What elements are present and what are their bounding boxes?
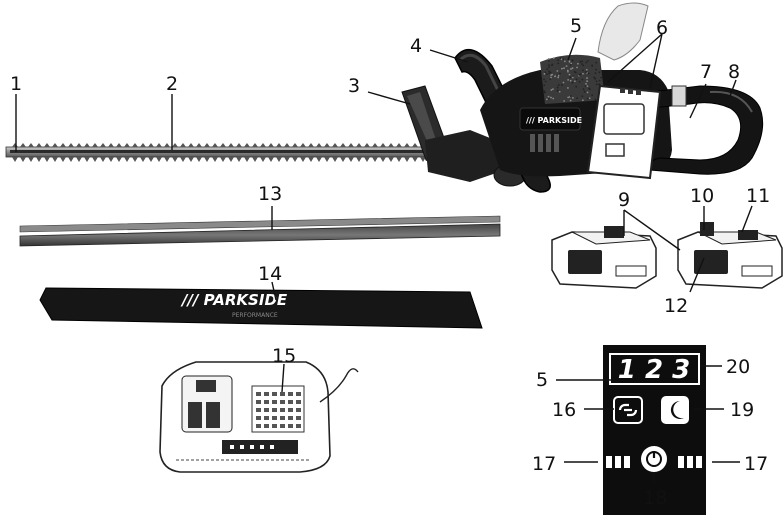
battery-release-button: [700, 222, 714, 236]
label-14: 14: [258, 263, 282, 285]
gear-housing: [425, 130, 505, 182]
battery-pack-left: [551, 226, 657, 289]
label-19: 19: [730, 399, 754, 421]
leader-lines: [15, 33, 753, 482]
blade: [5, 143, 431, 162]
link-icon[interactable]: [613, 396, 643, 424]
moon-icon[interactable]: [661, 396, 689, 424]
hedge-trimmer: /// PARKSIDE: [5, 2, 764, 193]
charge-display: [609, 353, 700, 385]
charger-cable: [319, 368, 359, 403]
label-17-left: 17: [532, 453, 556, 475]
label-4: 4: [410, 35, 422, 57]
tool-brand-logo: /// PARKSIDE: [526, 116, 582, 125]
charger: [159, 361, 359, 473]
label-16: 16: [552, 399, 576, 421]
label-3: 3: [348, 75, 360, 97]
label-20: 20: [726, 356, 750, 378]
label-9: 9: [618, 189, 630, 211]
callout-labels: 1 2 3 4 5 6 7 8 9 10 11 12 13 14 15 5 16…: [10, 15, 770, 509]
label-6: 6: [656, 17, 668, 39]
textured-grip: [540, 54, 605, 104]
hand-illustration: [597, 2, 649, 61]
control-panel: 1 2 3: [603, 345, 706, 515]
label-13: 13: [258, 183, 282, 205]
label-7: 7: [700, 61, 712, 83]
led-indicator-right: [678, 456, 702, 468]
trigger-switch: [671, 85, 687, 107]
blade-cover-sub: PERFORMANCE: [232, 312, 278, 319]
display-digits: 1 2 3: [618, 355, 690, 385]
label-18: 18: [643, 487, 667, 509]
charger-label-grid: [256, 392, 301, 428]
panel-label-5: 5: [536, 369, 548, 391]
power-button-icon[interactable]: [641, 446, 667, 472]
label-11: 11: [746, 185, 770, 207]
battery-pack-right: [677, 222, 783, 289]
label-5: 5: [570, 15, 582, 37]
led-indicator-left: [606, 456, 630, 468]
label-2: 2: [166, 73, 178, 95]
label-17-right: 17: [744, 453, 768, 475]
label-10: 10: [690, 185, 714, 207]
blade-rail: [19, 215, 501, 247]
label-12: 12: [664, 295, 688, 317]
label-8: 8: [728, 61, 740, 83]
blade-cover: /// PARKSIDE PERFORMANCE: [39, 287, 483, 329]
label-15: 15: [272, 345, 296, 367]
battery-pack-installed: [586, 84, 662, 180]
blade-cover-logo: /// PARKSIDE: [180, 291, 288, 309]
label-1: 1: [10, 73, 22, 95]
